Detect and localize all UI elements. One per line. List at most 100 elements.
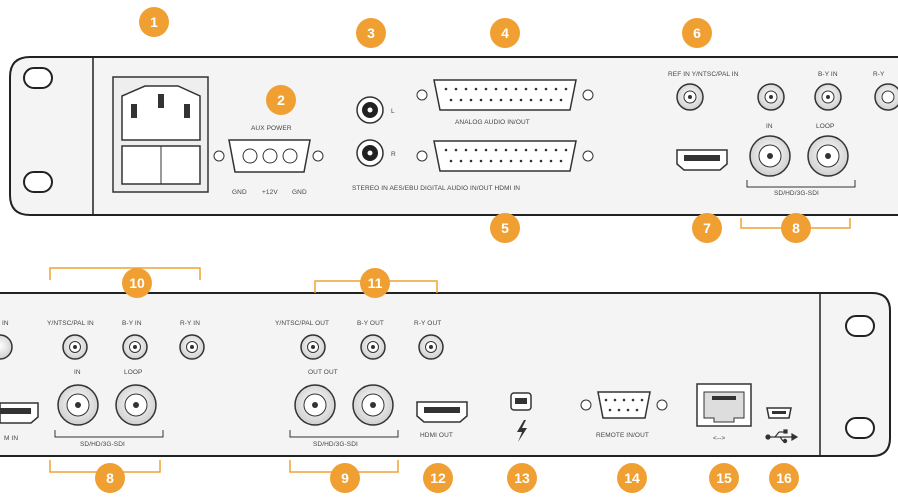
callout-badge: 15: [709, 463, 739, 493]
bnc-ref-in: [676, 83, 704, 111]
callout-badge: 13: [507, 463, 537, 493]
pin: [459, 159, 463, 163]
bnc-sdi-in: [57, 384, 99, 426]
callout-circle: [139, 7, 169, 37]
stereo-r-label: R: [391, 151, 396, 158]
callout-badge: 3: [356, 18, 386, 48]
usb-port: [766, 407, 792, 419]
bnc-y-out: [300, 334, 326, 360]
pin: [509, 159, 513, 163]
thunderbolt-port: [510, 392, 532, 411]
callout-number: 7: [703, 220, 711, 236]
ry-partial-label: R-Y: [873, 71, 885, 78]
pin: [564, 87, 568, 91]
callout-circle: [490, 18, 520, 48]
callout-number: 16: [776, 470, 792, 486]
pin: [640, 398, 644, 402]
callout-circle: [330, 463, 360, 493]
callout-badge: 5: [490, 213, 520, 243]
bnc-sdi-loop: [115, 384, 157, 426]
bnc-by-out: [360, 334, 386, 360]
pin: [484, 87, 488, 91]
callout-number: 10: [129, 275, 145, 291]
pin: [479, 159, 483, 163]
callout-number: 1: [150, 14, 158, 30]
callout-number: 2: [277, 92, 285, 108]
pin: [514, 148, 518, 152]
pin: [489, 159, 493, 163]
callout-circle: [617, 463, 647, 493]
callout-badge: 11: [360, 268, 390, 298]
sdi-top-label: SD/HD/3G-SDI: [774, 190, 819, 197]
sdi-in-label: IN: [74, 369, 81, 376]
bnc-y-in: [62, 334, 88, 360]
pin: [631, 398, 635, 402]
pin: [529, 98, 533, 102]
callout-number: 6: [693, 25, 701, 41]
sdi-loop-label: LOOP: [124, 369, 142, 376]
pin: [549, 159, 553, 163]
remote-db9-port: [580, 391, 668, 419]
pin: [635, 408, 639, 412]
bnc-sdi-out-1: [294, 384, 336, 426]
rca-left-connector: [356, 96, 384, 124]
hdmi-in-port: [676, 149, 728, 171]
bnc-ry-in-partial: [874, 83, 898, 111]
pin: [469, 159, 473, 163]
pin: [464, 87, 468, 91]
callout-number: 8: [792, 220, 800, 236]
ry-out-label: R-Y OUT: [414, 320, 441, 327]
ref-in-label: REF IN Y/NTSC/PAL IN: [668, 71, 739, 78]
pin: [449, 98, 453, 102]
rack-slot: [23, 171, 53, 193]
callout-circle: [781, 213, 811, 243]
bnc-sdi-loop: [807, 135, 849, 177]
pin: [454, 148, 458, 152]
pin: [499, 159, 503, 163]
pin: [559, 98, 563, 102]
sdi-in-label: IN: [766, 123, 773, 130]
top-rear-panel: AUX POWER GND +12V GND L R ANALOG AUDIO …: [9, 56, 898, 216]
y-ntsc-out-label: Y/NTSC/PAL OUT: [275, 320, 329, 327]
pin: [459, 98, 463, 102]
callout-circle: [490, 213, 520, 243]
rack-slot: [845, 417, 875, 439]
plus-12v-label: +12V: [262, 189, 278, 196]
pin: [559, 159, 563, 163]
rack-slot: [23, 67, 53, 89]
callout-number: 5: [501, 220, 509, 236]
bottom-rear-panel: IN Y/NTSC/PAL IN B-Y IN R-Y IN M IN IN L…: [0, 292, 891, 457]
callout-number: 8: [106, 470, 114, 486]
pin: [519, 159, 523, 163]
pin: [444, 87, 448, 91]
ethernet-label: <-->: [713, 435, 725, 442]
callout-circle: [95, 463, 125, 493]
ry-in-label: R-Y IN: [180, 320, 200, 327]
pin: [519, 98, 523, 102]
pin: [544, 87, 548, 91]
gnd-right-label: GND: [292, 189, 307, 196]
ethernet-port: [696, 383, 752, 427]
rack-slot: [845, 315, 875, 337]
callout-number: 13: [514, 470, 530, 486]
callout-number: 3: [367, 25, 375, 41]
callout-badge: 1: [139, 7, 169, 37]
bnc-ry-in: [179, 334, 205, 360]
pin: [494, 87, 498, 91]
bnc-by-in: [122, 334, 148, 360]
callout-badge: 2: [266, 85, 296, 115]
callout-number: 12: [430, 470, 446, 486]
pin: [617, 408, 621, 412]
callout-badge: 7: [692, 213, 722, 243]
bnc-by-in: [814, 83, 842, 111]
callout-circle: [266, 85, 296, 115]
y-ntsc-in-label: Y/NTSC/PAL IN: [47, 320, 94, 327]
pin: [479, 98, 483, 102]
pin: [514, 87, 518, 91]
partial-in-label: IN: [2, 320, 9, 327]
digital-audio-db25: [416, 140, 594, 172]
rca-right-connector: [356, 139, 384, 167]
callout-number: 14: [624, 470, 640, 486]
stereo-l-label: L: [391, 108, 395, 115]
pin: [608, 408, 612, 412]
